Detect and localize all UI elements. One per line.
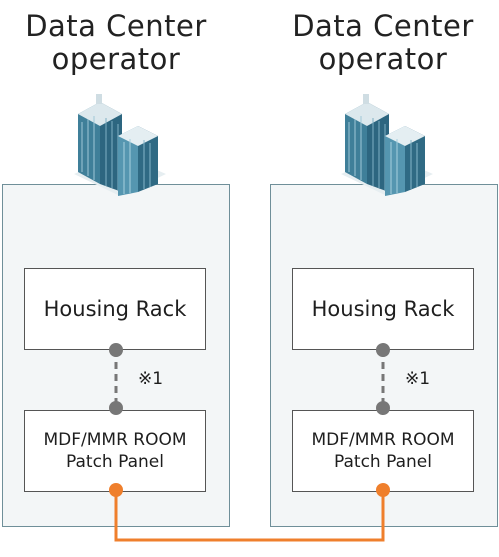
housing-rack-label: Housing Rack xyxy=(43,297,187,321)
housing-rack-label: Housing Rack xyxy=(311,297,455,321)
operator-title-line: operator xyxy=(318,42,448,76)
patch-panel-box-right: MDF/MMR ROOM Patch Panel xyxy=(292,410,474,492)
connector-node-orange xyxy=(109,483,123,497)
cross-connect-orange-link xyxy=(114,490,385,542)
footnote-marker-left: ※1 xyxy=(138,369,164,389)
patch-panel-box-left: MDF/MMR ROOM Patch Panel xyxy=(24,410,206,492)
connector-node-gray xyxy=(376,401,390,415)
footnote-marker-right: ※1 xyxy=(405,369,431,389)
patch-panel-line: Patch Panel xyxy=(66,452,164,472)
operator-title-right: Data Center operator xyxy=(273,10,493,76)
operator-title-left: Data Center operator xyxy=(6,10,226,76)
building-icon xyxy=(341,94,433,196)
connector-node-gray xyxy=(376,343,390,357)
connector-node-orange xyxy=(376,483,390,497)
patch-panel-line: MDF/MMR ROOM xyxy=(311,430,455,450)
patch-panel-line: MDF/MMR ROOM xyxy=(43,430,187,450)
housing-rack-box-left: Housing Rack xyxy=(24,268,206,350)
operator-title-line: Data Center xyxy=(25,9,207,43)
operator-title-line: operator xyxy=(51,42,181,76)
building-icon xyxy=(74,94,166,196)
operator-title-line: Data Center xyxy=(292,9,474,43)
connector-node-gray xyxy=(109,343,123,357)
connector-node-gray xyxy=(109,401,123,415)
patch-panel-line: Patch Panel xyxy=(334,452,432,472)
